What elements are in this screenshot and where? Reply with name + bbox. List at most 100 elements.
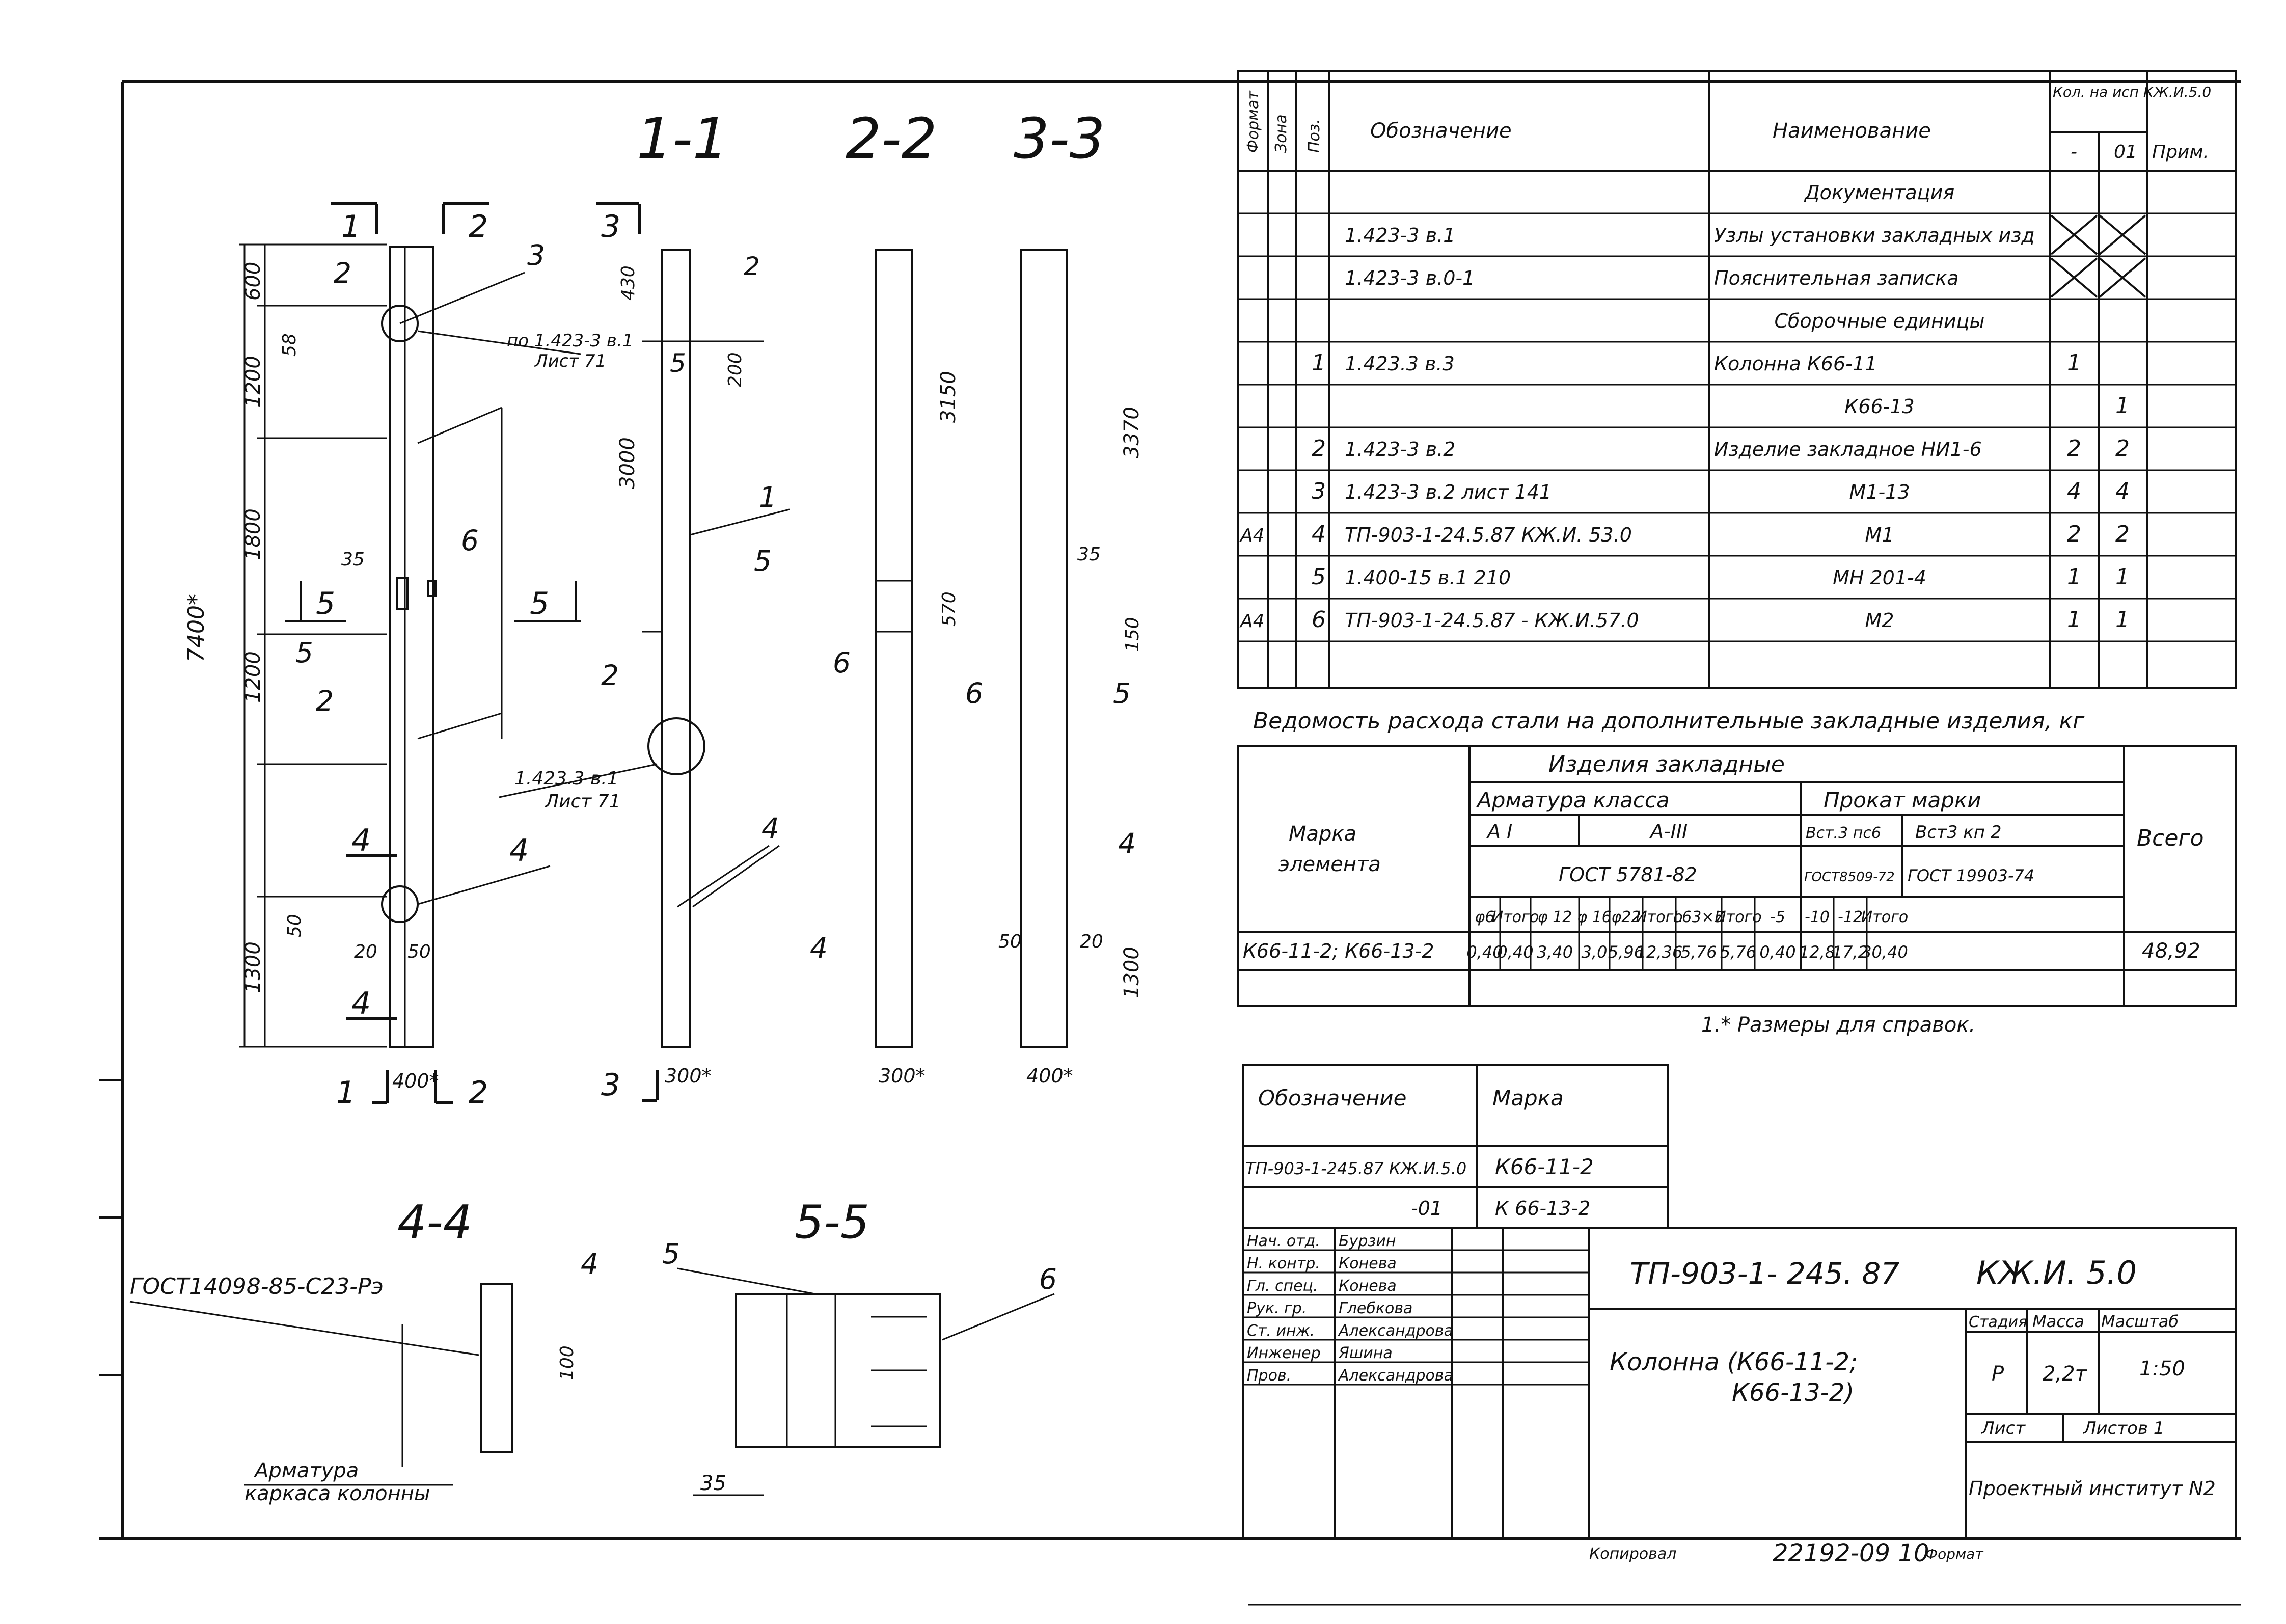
dim-1200-top: 1200: [241, 356, 265, 408]
callout-2-mid: 2: [316, 685, 334, 717]
section-1-1-title: 1-1: [637, 106, 728, 171]
steel-row-total: 48,92: [2142, 939, 2200, 963]
hdr-qty-col2: 01: [2114, 142, 2137, 163]
copied-label: Копировал: [1589, 1545, 1676, 1563]
steel-value-cell: 17,2: [1832, 942, 1868, 962]
mass-label: Масса: [2032, 1312, 2084, 1331]
view22-width: 300*: [879, 1065, 926, 1087]
marks-col2: Марка: [1492, 1086, 1564, 1111]
view22-callout-6: 6: [833, 646, 851, 679]
signature-role: Инженер: [1247, 1344, 1321, 1362]
view11-callout-1: 1: [759, 481, 777, 513]
spec-cell-name: К66-13: [1844, 395, 1914, 418]
spec-cell-name: МН 201-4: [1833, 566, 1926, 589]
steel-gost-8509: ГОСТ8509-72: [1804, 870, 1895, 885]
cut-mark-4-upper: 4: [351, 823, 371, 858]
steel-vst3ps6: Вст.3 пс6: [1806, 824, 1881, 842]
spec-cell-name: М2: [1865, 609, 1894, 632]
spec-cell-name: Сборочные единицы: [1774, 310, 1984, 332]
view11-callout-2-top: 2: [744, 252, 760, 281]
sheet-label: Лист: [1980, 1418, 2026, 1439]
view33-dim-50: 50: [998, 931, 1022, 952]
spec-cell-name: Изделие закладное НИ1-6: [1714, 438, 1982, 461]
steel-rebar-title: Арматура класса: [1476, 788, 1670, 813]
view55-callout-6: 6: [1039, 1263, 1057, 1295]
signature-role: Ст. инж.: [1247, 1322, 1315, 1340]
cut-mark-4-lower: 4: [351, 986, 371, 1021]
spec-cell-designation: 1.423-3 в.2 лист 141: [1345, 481, 1552, 503]
view33-callout-4: 4: [1118, 827, 1136, 860]
organization: Проектный институт N2: [1969, 1477, 2216, 1500]
view33-callout-6: 6: [965, 677, 983, 710]
view11-ref-line2: Лист 71: [544, 791, 620, 812]
view22-dim-570: 570: [939, 591, 960, 627]
dim-total-height: 7400*: [183, 594, 209, 662]
hdr-format: Формат: [1244, 90, 1262, 153]
marks-row2-designation: -01: [1411, 1197, 1443, 1220]
spec-cell-q1: 1: [2067, 564, 2081, 590]
marks-table: Обозначение Марка ТП-903-1-245.87 КЖ.И.5…: [1242, 1064, 1669, 1229]
ref-note-line2: Лист 71: [534, 351, 606, 371]
view11-callout-4: 4: [761, 812, 779, 845]
steel-gost-5781: ГОСТ 5781-82: [1559, 863, 1697, 886]
spec-cell-q1: 1: [2067, 350, 2081, 376]
spec-cell-q2: 1: [2115, 564, 2130, 590]
view44-caption-line2: каркаса колонны: [244, 1482, 430, 1505]
scale-value: 1:50: [2139, 1357, 2185, 1381]
spec-cell-designation: 1.423-3 в.0-1: [1345, 267, 1475, 289]
cut-mark-5-left: 5: [316, 586, 335, 621]
view11-callout-5-top: 5: [670, 348, 686, 378]
footer: Копировал 22192-09 10 Формат: [1589, 1539, 1983, 1567]
view-5-5: 5 6 35: [662, 1237, 1057, 1496]
spec-cell-designation: 1.400-15 в.1 210: [1345, 566, 1511, 589]
title-line2: К66-13-2): [1732, 1378, 1854, 1407]
doc-code: КЖ.И. 5.0: [1976, 1254, 2137, 1291]
cut-mark-1-top: 1: [341, 209, 361, 245]
signature-name: Александрова: [1338, 1367, 1453, 1385]
mass-value: 2,2т: [2043, 1362, 2088, 1386]
dim-50: 50: [284, 914, 305, 937]
signature-name: Конева: [1339, 1277, 1397, 1295]
steel-footnote: 1.* Размеры для справок.: [1701, 1013, 1975, 1037]
steel-table: Ведомость расхода стали на дополнительны…: [1237, 708, 2237, 1037]
view11-callout-2-mid: 2: [601, 659, 619, 692]
hdr-zone: Зона: [1272, 114, 1290, 153]
callout-5-left: 5: [295, 636, 313, 669]
view44-caption-line1: Арматура: [253, 1459, 359, 1482]
spec-cell-designation: ТП-903-1-24.5.87 - КЖ.И.57.0: [1345, 609, 1639, 632]
steel-group-title: Изделия закладные: [1548, 751, 1785, 777]
dim-1800: 1800: [241, 508, 265, 560]
steel-title: Ведомость расхода стали на дополнительны…: [1253, 708, 2085, 734]
steel-subhdr-cell: L63×5: [1673, 908, 1724, 926]
spec-cell-designation: ТП-903-1-24.5.87 КЖ.И. 53.0: [1345, 524, 1632, 546]
steel-subhdr-cell: Итого: [1861, 908, 1908, 926]
signature-name: Яшина: [1338, 1344, 1393, 1362]
view11-width: 300*: [665, 1065, 712, 1087]
spec-cell-designation: 1.423-3 в.1: [1345, 224, 1455, 247]
view22-callout-4: 4: [810, 932, 828, 964]
main-column-outline: [389, 246, 434, 1048]
signature-role: Гл. спец.: [1247, 1277, 1318, 1295]
view33-dim-1300: 1300: [1120, 946, 1144, 998]
spec-cell-q2: 1: [2115, 607, 2130, 633]
view22-dim-3150: 3150: [937, 371, 960, 423]
callout-3-top: 3: [527, 239, 545, 272]
spec-cell-name: М1-13: [1849, 481, 1910, 503]
cut-mark-5-right: 5: [530, 586, 549, 621]
steel-vst3kp2: Вст3 кп 2: [1915, 822, 2001, 843]
dim-1200-mid: 1200: [241, 651, 265, 703]
view33-dim-150: 150: [1122, 617, 1143, 652]
dim-58: 58: [279, 333, 300, 357]
cut-mark-2-top: 2: [469, 209, 488, 245]
steel-subhdr-cell: Итого: [1492, 908, 1539, 926]
steel-class-aiii: А-III: [1649, 820, 1688, 843]
spec-cross-mark: [2050, 214, 2098, 255]
hdr-qty-title: Кол. на исп КЖ.И.5.0: [2053, 84, 2211, 100]
steel-subhdr-cell: φ 16: [1577, 908, 1612, 926]
spec-cell-designation: 1.423-3 в.2: [1345, 438, 1455, 461]
spec-cell-pos: 1: [1312, 350, 1326, 376]
spec-cell-pos: 6: [1312, 607, 1326, 633]
dim-50b: 50: [407, 941, 431, 962]
